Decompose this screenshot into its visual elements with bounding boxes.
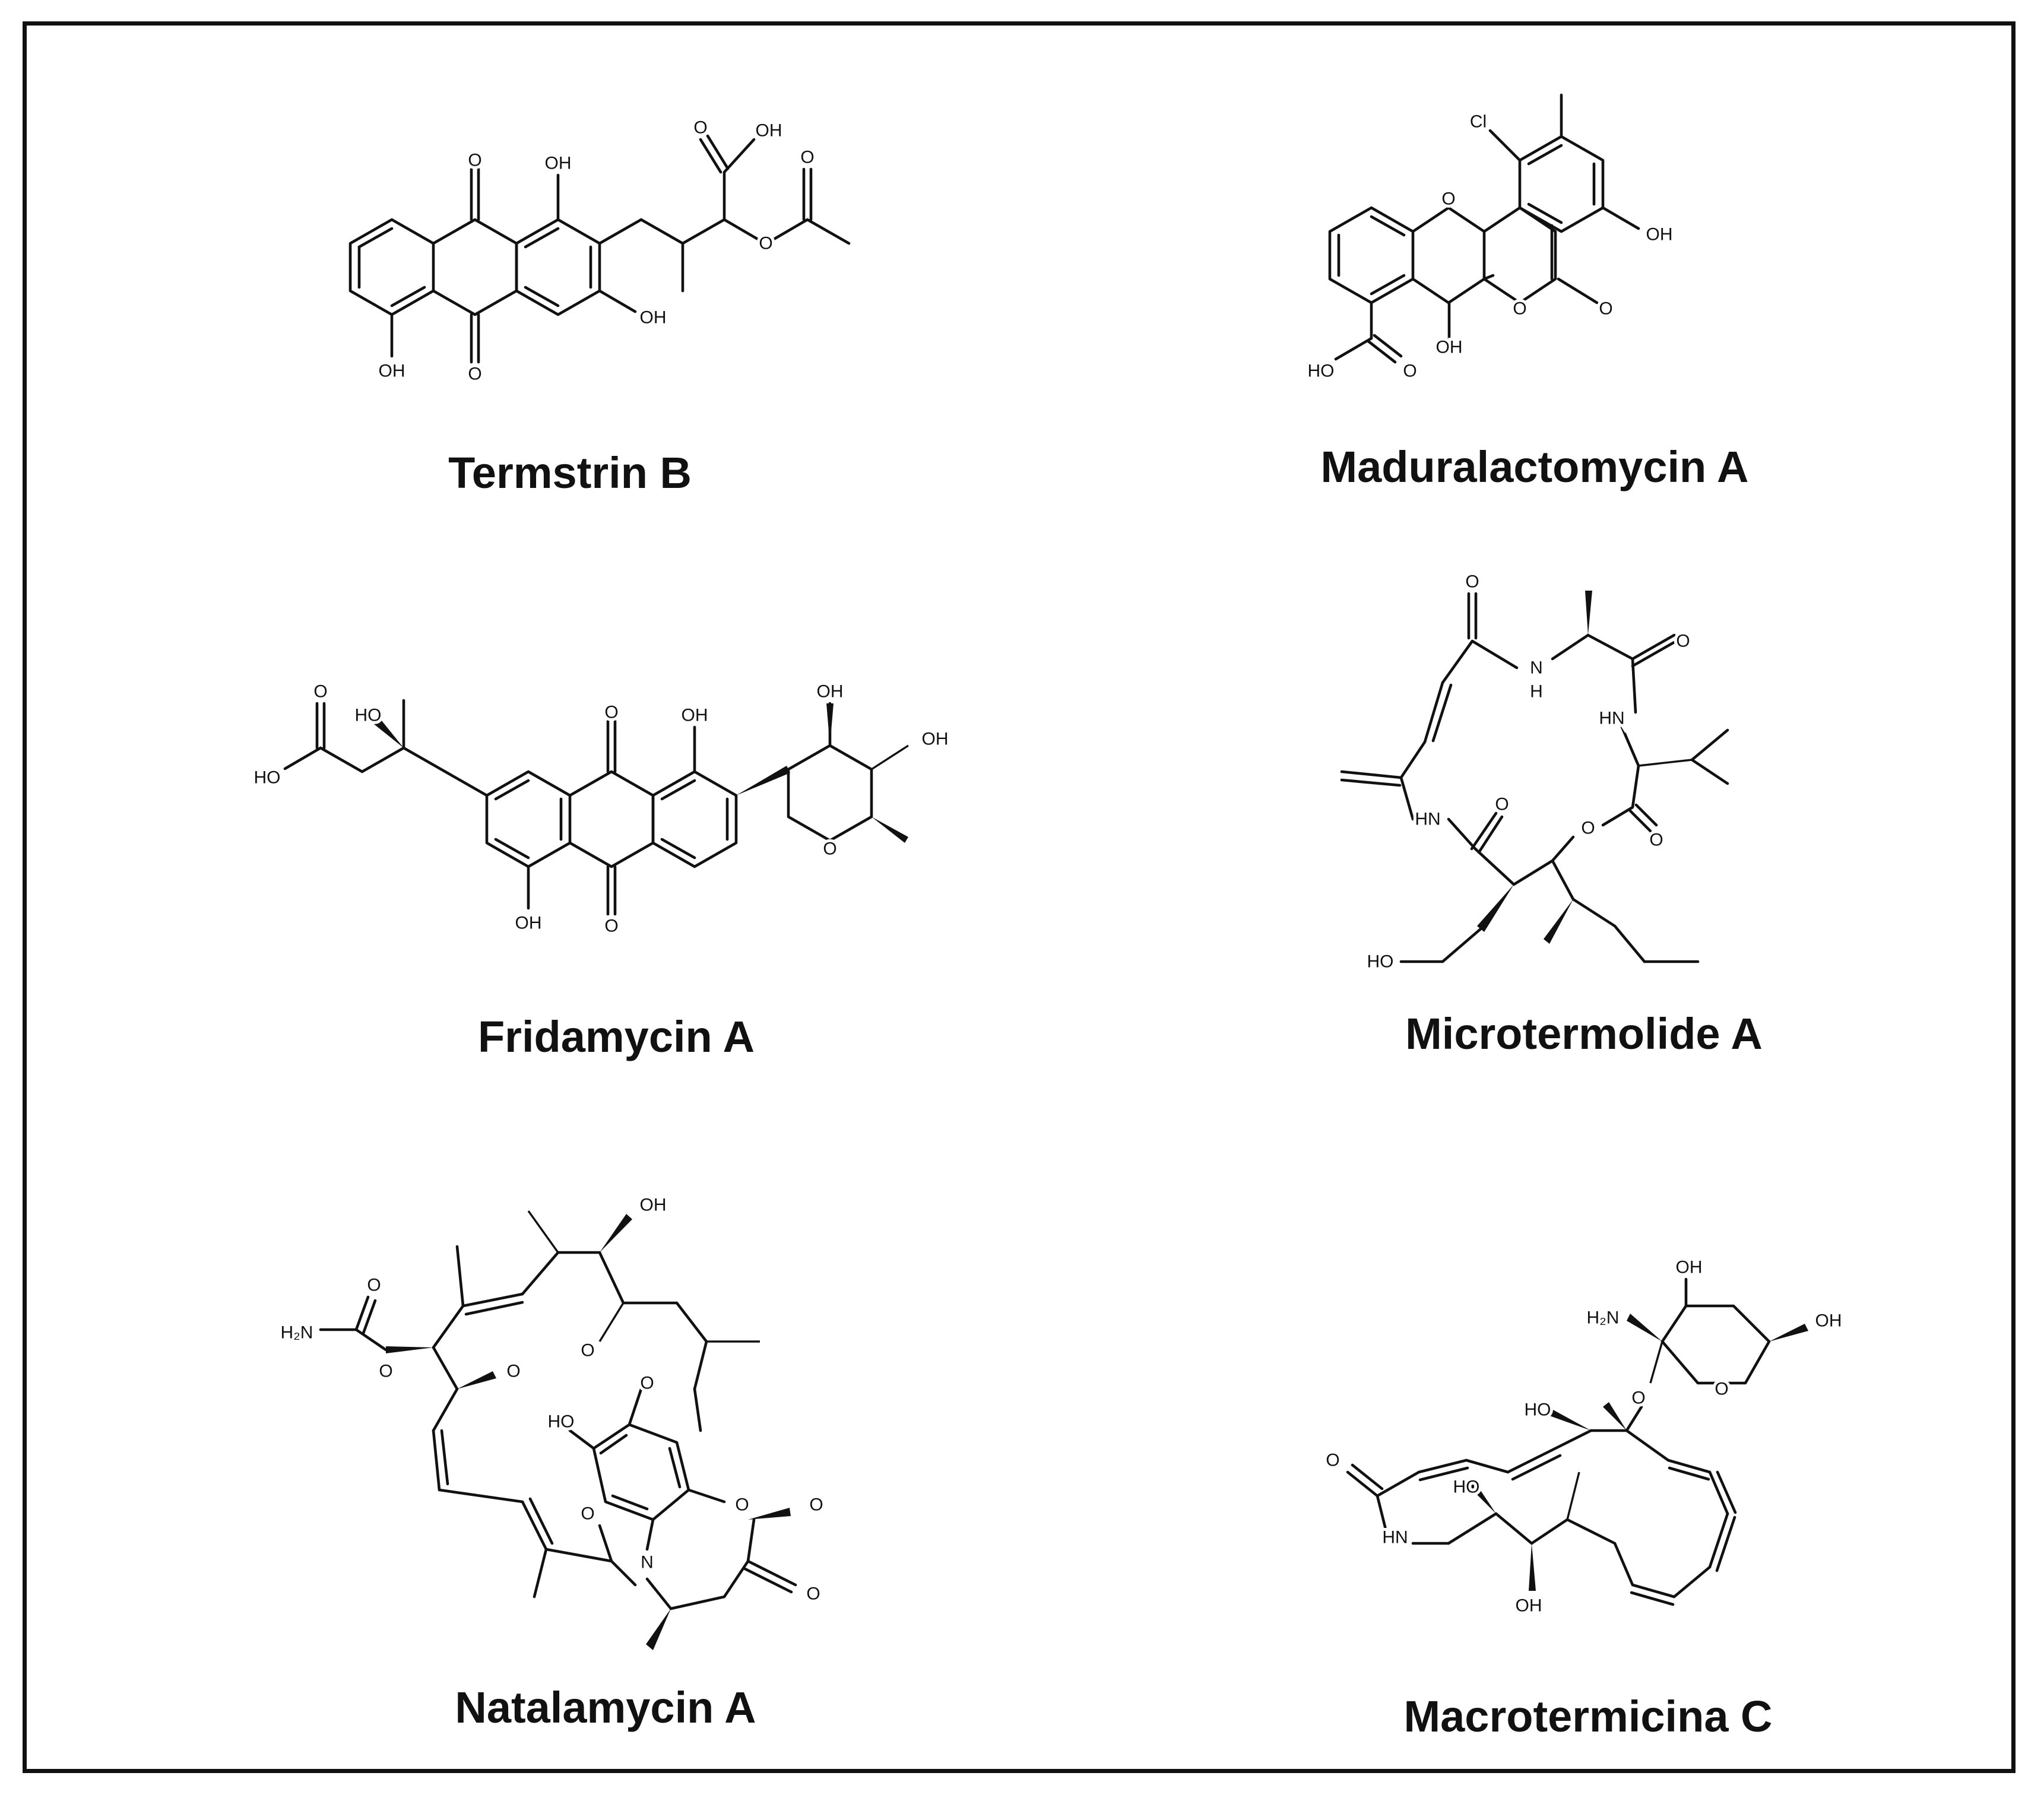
atom-label: HN bbox=[1599, 709, 1624, 728]
structure-termstrin-b: O OH OH OH O O OH O O bbox=[348, 115, 851, 387]
atom-label: O bbox=[313, 682, 327, 702]
atom-label: O bbox=[1631, 1388, 1645, 1408]
atom-label: Cl bbox=[1470, 112, 1487, 132]
compound-name-macrotermicina-c: Macrotermicina C bbox=[1403, 1692, 1773, 1741]
structure-microtermolide-a: O N H O HN HN O O O HO bbox=[1340, 569, 1729, 975]
atom-label: OH bbox=[756, 121, 782, 141]
atom-label: OH bbox=[379, 361, 405, 381]
atom-label: HO bbox=[548, 1412, 575, 1432]
atom-label: OH bbox=[1436, 338, 1463, 357]
structure-fridamycin-a: OH OH O OH O O HO HO OH O bbox=[251, 679, 952, 939]
atom-label: O bbox=[1403, 361, 1416, 381]
atom-label: O bbox=[367, 1276, 381, 1295]
atom-label: O bbox=[1465, 572, 1479, 592]
structure-macrotermicina-c: OH H₂N OH HO O O O HO HN OH bbox=[1323, 1255, 1845, 1619]
atom-label: OH bbox=[1516, 1596, 1542, 1616]
atom-label: O bbox=[809, 1495, 823, 1515]
atom-label: HO bbox=[1367, 952, 1394, 972]
atom-label: O bbox=[735, 1495, 749, 1515]
atom-label: OH bbox=[922, 730, 949, 749]
atom-label: O bbox=[759, 234, 772, 253]
atom-label: O bbox=[806, 1584, 820, 1604]
atom-label: O bbox=[1715, 1380, 1728, 1399]
atom-label: O bbox=[1581, 819, 1595, 838]
atom-label: OH bbox=[682, 706, 708, 725]
atom-label: H₂N bbox=[281, 1323, 313, 1343]
atom-label: OH bbox=[817, 682, 844, 702]
atom-label: O bbox=[604, 703, 618, 722]
atom-label: O bbox=[506, 1362, 520, 1381]
atom-label: OH bbox=[1676, 1258, 1703, 1277]
atom-label: O bbox=[1599, 299, 1612, 319]
atom-label: H bbox=[1530, 682, 1543, 702]
compound-name-natalamycin-a: Natalamycin A bbox=[455, 1683, 756, 1732]
atom-label: HO bbox=[1308, 361, 1335, 381]
atom-label: O bbox=[1676, 632, 1690, 651]
atom-label: O bbox=[1326, 1451, 1339, 1470]
atom-label: OH bbox=[515, 914, 542, 933]
atom-label: HO bbox=[1453, 1477, 1480, 1497]
figure-frame bbox=[23, 21, 2016, 1773]
atom-label: O bbox=[1495, 795, 1509, 814]
atom-label: O bbox=[1441, 189, 1455, 209]
atom-label: OH bbox=[545, 154, 572, 173]
atom-label: OH bbox=[1646, 225, 1673, 245]
atom-label: O bbox=[640, 1374, 654, 1393]
atom-label: O bbox=[800, 148, 814, 167]
atom-label: O bbox=[581, 1341, 594, 1361]
atom-label: HO bbox=[254, 768, 281, 788]
atom-label: O bbox=[823, 839, 836, 859]
atom-label: O bbox=[468, 151, 481, 170]
structure-maduralactomycin-a: Cl O OH O O OH HO O bbox=[1305, 93, 1676, 384]
atom-label: HN bbox=[1415, 810, 1440, 829]
atom-label: N bbox=[641, 1553, 654, 1572]
atom-label: OH bbox=[1815, 1311, 1842, 1331]
atom-label: OH bbox=[640, 1196, 667, 1215]
atom-label: O bbox=[581, 1504, 594, 1524]
atom-label: OH bbox=[640, 308, 667, 328]
atom-label: O bbox=[604, 917, 618, 936]
atom-label: O bbox=[468, 364, 481, 384]
atom-label: O bbox=[693, 118, 707, 138]
atom-label: O bbox=[379, 1362, 392, 1381]
compound-name-fridamycin-a: Fridamycin A bbox=[477, 1012, 755, 1061]
atom-label: H₂N bbox=[1587, 1308, 1620, 1328]
compound-name-maduralactomycin-a: Maduralactomycin A bbox=[1320, 442, 1749, 491]
compound-name-termstrin-b: Termstrin B bbox=[448, 448, 692, 497]
compound-name-microtermolide-a: Microtermolide A bbox=[1405, 1009, 1763, 1058]
atom-label: HO bbox=[1525, 1400, 1551, 1420]
atom-label: O bbox=[1513, 299, 1526, 319]
structure-natalamycin-a: OH O H₂N O O O O HO O O N O O bbox=[278, 1193, 826, 1650]
atom-label: HN bbox=[1382, 1528, 1408, 1548]
atom-label: HO bbox=[355, 706, 382, 725]
atom-label: O bbox=[1649, 830, 1663, 850]
atom-label: N bbox=[1530, 658, 1543, 678]
